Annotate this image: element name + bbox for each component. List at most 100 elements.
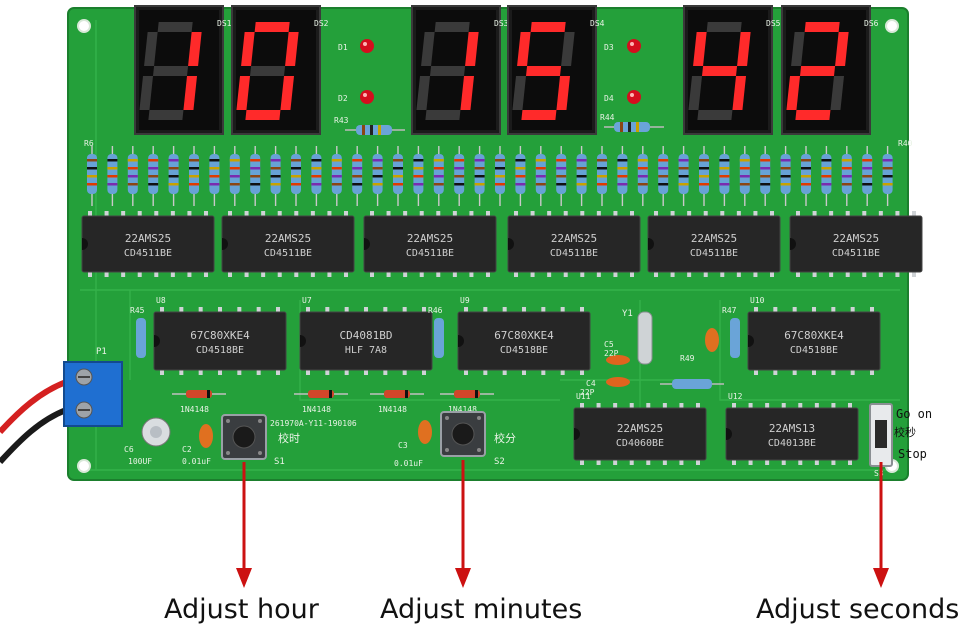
button-s1-adjust-hour[interactable]: 校时 S1	[221, 414, 300, 467]
ic-marking-2: CD4511BE	[832, 248, 880, 259]
segment-g-on	[800, 66, 836, 76]
display-label: DS5	[766, 19, 781, 28]
segment-b-off	[561, 32, 575, 66]
resistor-16	[393, 146, 403, 206]
cap-c2: C2 0.01uF	[182, 424, 213, 466]
segment-f-off	[791, 32, 805, 66]
ic-marking-1: 22AMS25	[833, 232, 879, 245]
resistor-14	[352, 146, 363, 206]
ic-marking-1: 22AMS25	[691, 232, 737, 245]
diode-3: 1N4148	[370, 390, 424, 414]
c4-value: 22P	[580, 388, 595, 397]
ic-marking-1: 22AMS25	[617, 422, 663, 435]
digit-3: DS3	[411, 5, 509, 135]
ic-ref: U9	[460, 296, 470, 305]
ic-marking-1: 22AMS25	[125, 232, 171, 245]
resistor-2	[107, 146, 118, 206]
terminal-block-p1: P1	[63, 347, 123, 427]
diode-part-label: 1N4148	[180, 405, 209, 414]
diode-1: 1N4148	[172, 390, 226, 414]
switch-s3-adjust-seconds[interactable]: Go on 校秒 Stop S3	[869, 403, 932, 478]
arrow-minutes	[455, 460, 471, 588]
segment-a-off	[157, 22, 193, 32]
resistor-30	[678, 146, 689, 206]
r6-label: R6	[84, 139, 94, 148]
r43-label: R43	[334, 116, 349, 125]
ic-marking-1: 22AMS25	[407, 232, 453, 245]
resistor-38	[841, 146, 852, 206]
r47-label: R47	[722, 306, 737, 315]
resistor-9	[250, 146, 261, 206]
resistor-33	[739, 146, 750, 206]
resistor-29	[658, 146, 669, 206]
segment-c-on	[183, 76, 198, 110]
segment-f-off	[144, 32, 158, 66]
ic-marking-2: CD4511BE	[690, 248, 738, 259]
resistor-36	[801, 146, 811, 206]
led-d3-label: D3	[604, 43, 614, 52]
ic-marking-2: HLF 7A8	[345, 345, 387, 356]
display-label: DS6	[864, 19, 879, 28]
resistor-r45: R45	[130, 306, 146, 358]
resistor-34	[760, 146, 771, 206]
crystal-y1: Y1	[622, 309, 653, 365]
digit-5: DS5	[683, 5, 781, 135]
button-s2-adjust-minutes[interactable]: 校分 S2	[440, 411, 516, 467]
s2-cn-label: 校分	[494, 431, 516, 445]
resistor-39	[862, 146, 873, 206]
led-d1	[360, 39, 374, 53]
r45-label: R45	[130, 306, 145, 315]
ic-marking-2: CD4511BE	[124, 248, 172, 259]
resistor-r47: R47	[722, 306, 740, 358]
display-label: DS2	[314, 19, 329, 28]
segment-a-on	[530, 22, 566, 32]
c3-label: C3	[398, 441, 408, 450]
arrow-seconds	[873, 462, 889, 588]
segment-b-on	[465, 32, 479, 66]
diode-part-label: 1N4148	[448, 405, 477, 414]
resistor-24	[556, 146, 567, 206]
segment-b-on	[737, 32, 751, 66]
resistor-20	[474, 146, 485, 206]
annotation-arrows	[236, 460, 889, 588]
segment-c-on	[732, 76, 747, 110]
segment-f-off	[421, 32, 435, 66]
segment-d-on	[795, 110, 831, 120]
s2-label: S2	[494, 457, 505, 467]
segment-e-on	[786, 76, 801, 110]
resistor-37	[821, 146, 832, 206]
power-wires	[0, 379, 68, 465]
ic-marking-1: 22AMS13	[769, 422, 815, 435]
resistor-26	[597, 146, 607, 206]
ic-marking-1: CD4081BD	[340, 329, 393, 342]
segment-e-off	[416, 76, 431, 110]
resistor-7	[209, 146, 220, 206]
resistor-3	[127, 146, 138, 206]
c5-value: 22P	[604, 349, 619, 358]
ic-marking-2: CD4511BE	[406, 248, 454, 259]
c6-value: 100UF	[128, 457, 152, 466]
cap-orange-right	[705, 328, 719, 352]
resistor-r44: R44	[600, 113, 664, 132]
diode-part-label: 1N4148	[378, 405, 407, 414]
display-label: DS1	[217, 19, 232, 28]
board-version: 261970A-Y11-190106	[270, 419, 357, 428]
label-adjust-minutes: Adjust minutes	[380, 594, 583, 625]
resistor-13	[331, 146, 342, 206]
segment-d-on	[245, 110, 281, 120]
label-adjust-seconds: Adjust seconds	[756, 594, 960, 625]
ic-ref: U11	[576, 392, 591, 401]
switch-stop-label: Stop	[898, 447, 927, 461]
cap-c3: C3 0.01uF	[394, 420, 432, 468]
integrated-circuits: 22AMS25CD4511BE22AMS25CD4511BE22AMS25CD4…	[81, 211, 923, 465]
led-d4	[627, 90, 641, 104]
